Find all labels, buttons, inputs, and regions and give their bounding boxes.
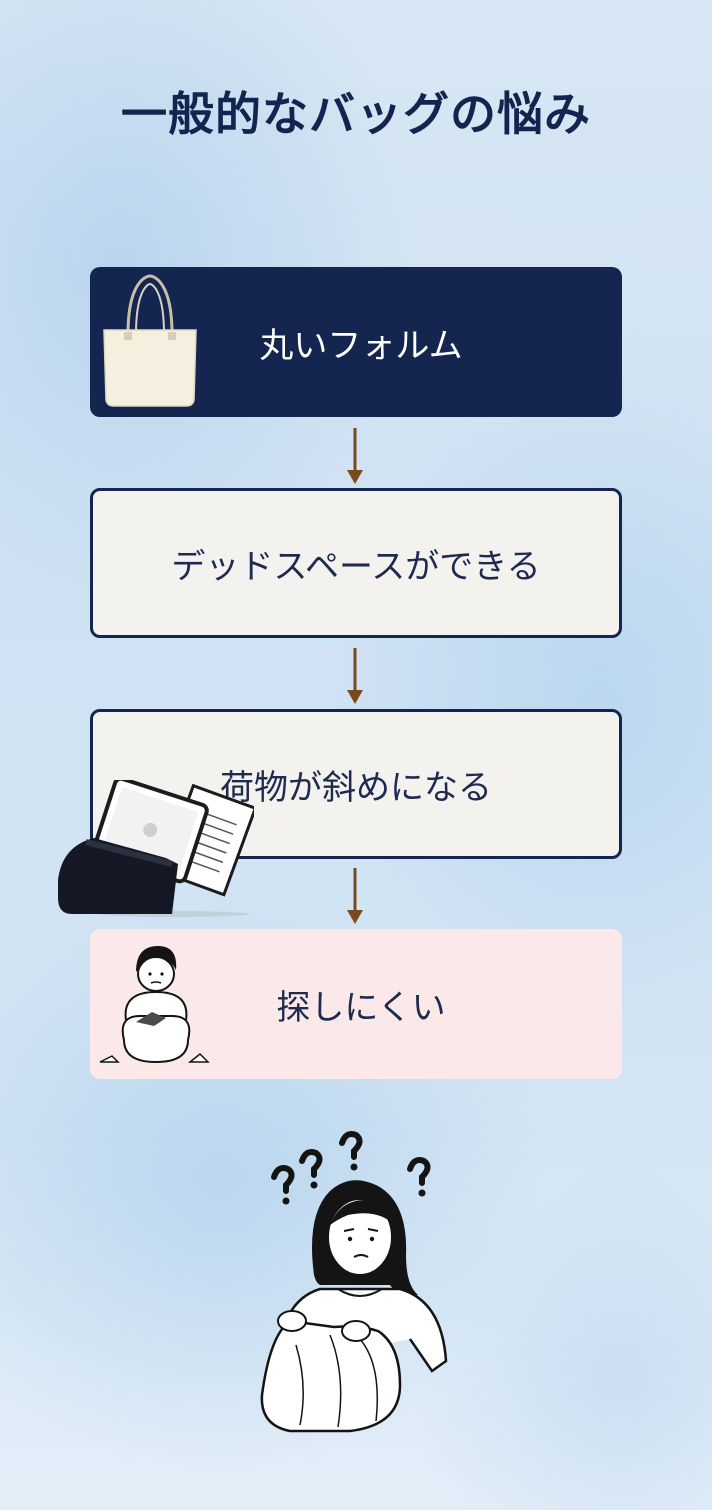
step-box-dead-space: デッドスペースができる: [90, 488, 622, 638]
tilted-bag-icon: [58, 780, 254, 917]
arrow-down-icon: [347, 428, 363, 484]
step-label: デッドスペースができる: [171, 546, 541, 587]
confused-woman-icon: [260, 1131, 448, 1433]
arrow-down-icon: [347, 648, 363, 704]
step-label: 丸いフォルム: [259, 325, 463, 366]
searching-person-icon: [99, 946, 210, 1064]
arrow-down-icon: [347, 868, 363, 924]
step-label: 探しにくい: [276, 987, 446, 1028]
step-label: 荷物が斜めになる: [220, 767, 492, 808]
page-title: 一般的なバッグの悩み: [121, 87, 591, 141]
tote-bag-icon: [103, 274, 197, 407]
